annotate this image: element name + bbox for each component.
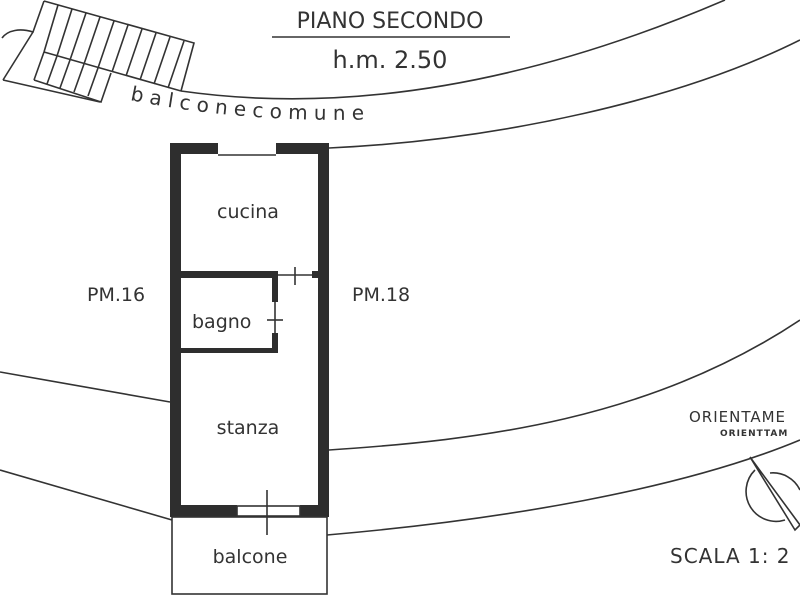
staircase (1, 0, 195, 104)
common-balcony-label: b a l c o n e c o m u n e (129, 81, 364, 125)
neighbor-right-label: PM.18 (352, 284, 410, 306)
ceiling-height: h.m. 2.50 (333, 46, 448, 74)
building-edge-right-lower (326, 439, 800, 536)
neighbor-left-label: PM.16 (87, 284, 145, 306)
room-bathroom-label: bagno (192, 311, 251, 333)
walls (170, 143, 329, 517)
orientation-label: ORIENTAME (689, 408, 786, 426)
compass-icon (745, 456, 800, 532)
balcony-door (236, 505, 301, 517)
room-balcony-label: balcone (213, 546, 288, 568)
building-edge-left-upper (0, 371, 171, 403)
common-balcony-inner-edge (328, 39, 800, 149)
plan-title: PIANO SECONDO (297, 9, 484, 34)
orientation-sublabel: ORIENTTAM (720, 429, 788, 439)
private-balcony (171, 516, 328, 595)
common-balcony-outer-edge (180, 0, 726, 100)
room-bedroom-label: stanza (217, 417, 280, 439)
building-edge-left-lower (0, 469, 173, 521)
room-kitchen-label: cucina (217, 201, 279, 223)
scale-label: SCALA 1: 2 (670, 544, 791, 568)
building-edge-right-upper (328, 319, 800, 451)
